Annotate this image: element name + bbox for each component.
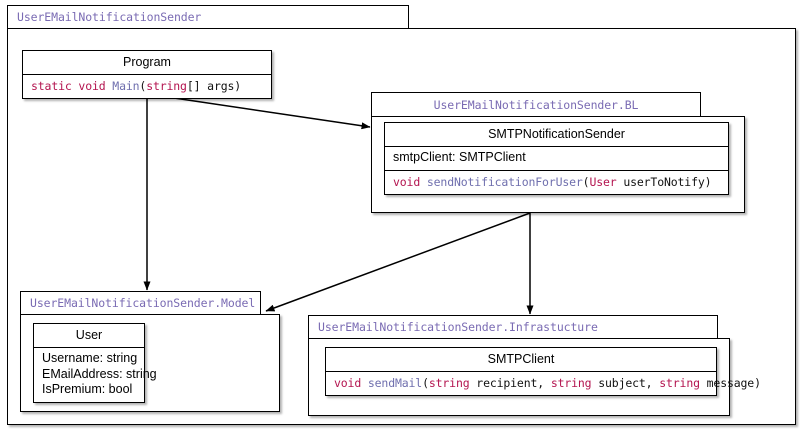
token-paren-open: ( xyxy=(582,174,590,189)
package-model-label: UserEMailNotificationSender.Model xyxy=(30,296,256,310)
attribute-emailaddress: EMailAddress: string xyxy=(42,366,157,381)
package-bl-label: UserEMailNotificationSender.BL xyxy=(433,97,639,112)
attribute-ispremium: IsPremium: bool xyxy=(42,382,133,396)
token-param-subject: subject, xyxy=(591,376,660,390)
token-method-sendmail: sendMail xyxy=(367,376,423,390)
class-smtp-notification-sender-attributes: smtpClient: SMTPClient xyxy=(385,147,728,170)
token-keyword-void: void xyxy=(78,79,113,93)
class-program[interactable]: Program static void Main(string[] args) xyxy=(22,50,272,99)
token-paren-open: ( xyxy=(139,79,147,93)
token-keyword-user: User xyxy=(589,174,617,189)
class-user[interactable]: User Username: string EMailAddress: stri… xyxy=(33,323,157,403)
class-program-methods: static void Main(string[] args) xyxy=(23,75,271,98)
token-keyword-string-3: string xyxy=(659,376,700,390)
class-smtp-client-methods: void sendMail(string recipient, string s… xyxy=(326,372,761,395)
class-smtp-notification-sender-methods: void sendNotificationForUser(User userTo… xyxy=(385,169,728,194)
token-keyword-void: void xyxy=(393,174,427,189)
class-user-title: User xyxy=(34,324,144,348)
token-keyword-string-1: string xyxy=(428,376,470,390)
class-smtp-client[interactable]: SMTPClient void sendMail(string recipien… xyxy=(325,347,761,396)
package-infrastucture-tab: UserEMailNotificationSender.Infrastuctur… xyxy=(308,315,718,339)
class-smtp-notification-sender[interactable]: SMTPNotificationSender smtpClient: SMTPC… xyxy=(384,122,729,195)
token-param-recipient: recipient, xyxy=(469,376,551,390)
token-param-message: message) xyxy=(699,376,761,390)
package-infrastucture-label: UserEMailNotificationSender.Infrastuctur… xyxy=(318,320,598,334)
package-model-tab: UserEMailNotificationSender.Model xyxy=(20,291,261,315)
token-paren-open: ( xyxy=(422,376,429,390)
class-program-title: Program xyxy=(23,51,271,75)
class-smtp-client-title: SMTPClient xyxy=(326,348,716,372)
token-param-args: [] args) xyxy=(186,79,242,93)
token-keyword-void: void xyxy=(334,376,368,390)
token-keyword-static: static xyxy=(31,79,79,93)
package-root-label: UserEMailNotificationSender xyxy=(17,10,202,24)
token-keyword-string: string xyxy=(146,79,187,93)
package-root-tab: UserEMailNotificationSender xyxy=(7,5,409,29)
attribute-username: Username: string xyxy=(42,351,138,365)
class-smtp-notification-sender-title: SMTPNotificationSender xyxy=(385,123,728,147)
attribute-smtpclient: smtpClient: SMTPClient xyxy=(393,150,526,164)
token-method-sendnotificationforuser: sendNotificationForUser xyxy=(426,174,583,189)
class-user-attributes: Username: string EMailAddress: string Is… xyxy=(34,348,157,402)
token-keyword-string-2: string xyxy=(550,376,592,390)
token-param-usertonotify: userToNotify) xyxy=(616,174,712,189)
token-method-main: Main xyxy=(112,79,140,93)
package-bl-tab: UserEMailNotificationSender.BL xyxy=(371,92,701,117)
